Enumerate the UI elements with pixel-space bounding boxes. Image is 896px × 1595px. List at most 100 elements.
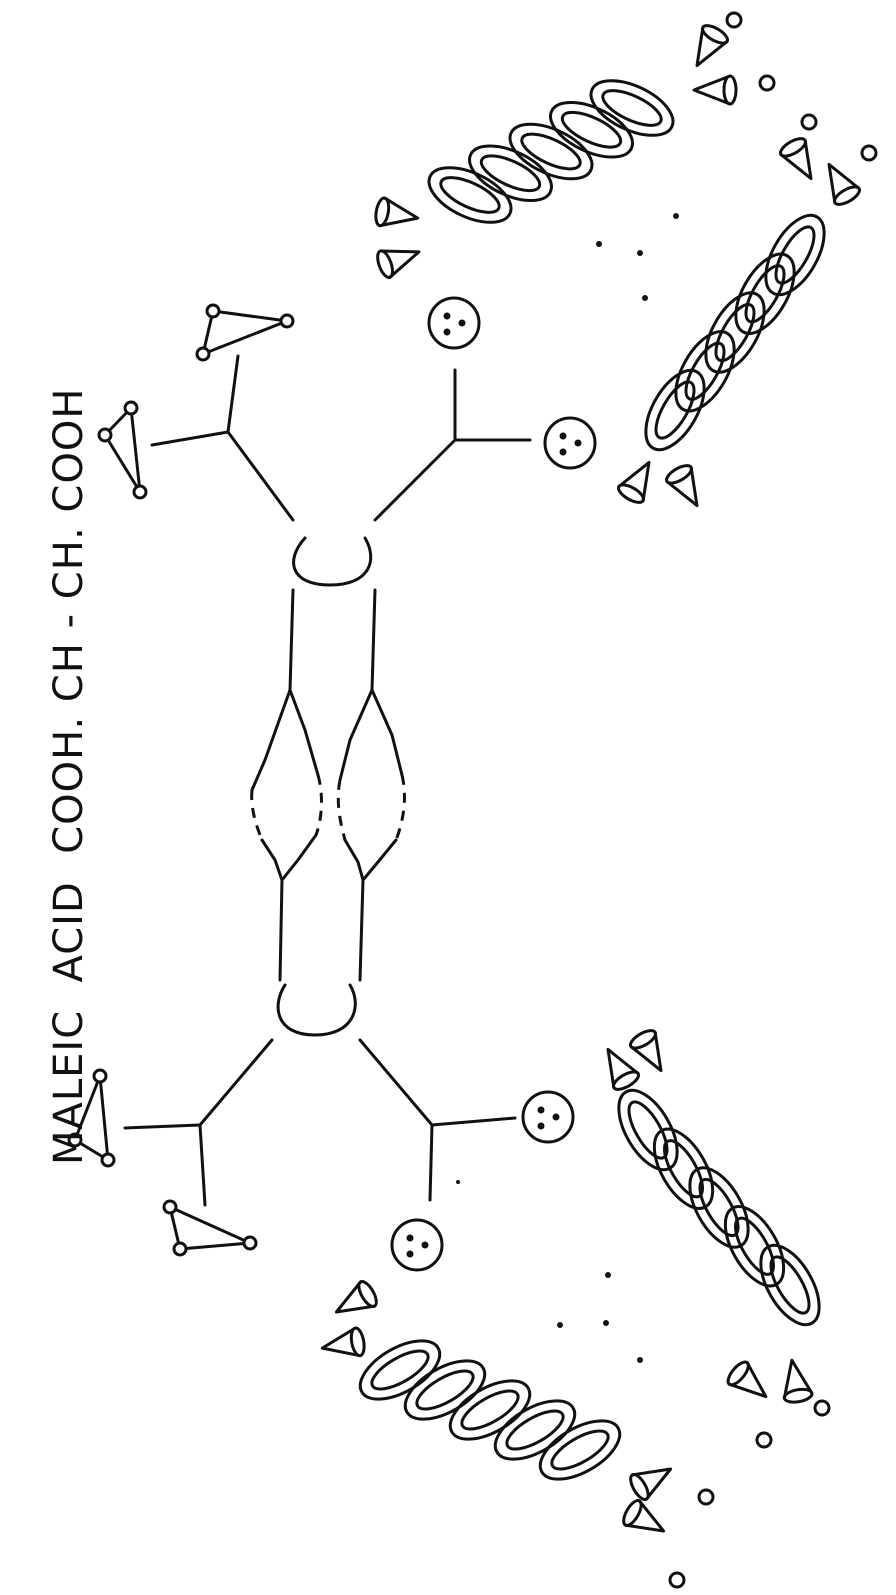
coil-loop xyxy=(759,1243,821,1327)
coil-loop xyxy=(427,166,513,224)
upper-ring xyxy=(292,536,373,587)
coil-loop-inner xyxy=(460,1389,520,1431)
coil-loop xyxy=(674,330,736,413)
coil-loop-inner xyxy=(601,89,663,127)
scatter-dots xyxy=(456,213,679,1363)
cone-base xyxy=(629,1473,650,1501)
cone-shape xyxy=(606,1047,640,1091)
cone-shape xyxy=(782,1358,814,1404)
cone-outline xyxy=(727,1361,768,1399)
cone-outline xyxy=(779,138,813,181)
cone-shape xyxy=(665,464,699,508)
coil-loop xyxy=(468,144,553,203)
cone-base xyxy=(629,1029,657,1050)
cone-outline xyxy=(378,196,420,228)
coil-upper-bottom xyxy=(644,213,826,452)
coil-loop-outer xyxy=(644,368,706,452)
cone-shape xyxy=(334,1280,378,1314)
cone-base xyxy=(833,185,861,206)
coil-loop-outer xyxy=(427,166,513,224)
triangle-upper-2 xyxy=(97,400,148,500)
cone-shape xyxy=(726,1360,768,1399)
coil-loop-outer xyxy=(589,79,675,137)
coil-loop-outer xyxy=(674,330,736,413)
dot-circle-lower-2 xyxy=(390,1218,444,1272)
coil-loop xyxy=(764,213,826,297)
coil-loop-inner xyxy=(505,1409,565,1451)
cone-shape xyxy=(827,162,861,206)
cone-shape xyxy=(617,460,651,504)
cone-outline xyxy=(692,74,732,106)
cone-pairs xyxy=(320,24,861,1533)
cone-base xyxy=(622,1499,643,1527)
cone-outline xyxy=(665,465,699,508)
cone-shape xyxy=(622,1499,666,1533)
cone-base xyxy=(779,137,807,158)
cone-shape xyxy=(376,249,421,279)
cone-base xyxy=(357,1280,378,1308)
cone-shape xyxy=(320,1326,366,1358)
cone-outline xyxy=(782,1358,814,1400)
coil-loop-outer xyxy=(468,144,553,203)
coil-loop xyxy=(508,122,594,181)
cone-base xyxy=(349,1326,366,1358)
cone-outline xyxy=(630,1467,673,1501)
coil-loop xyxy=(644,368,706,452)
coil-loop-inner xyxy=(744,264,786,324)
cone-base xyxy=(374,196,391,228)
lower-left-branch xyxy=(123,1038,274,1207)
triangle-upper-1 xyxy=(195,303,295,362)
coil-upper-top xyxy=(427,79,675,224)
cone-outline xyxy=(334,1280,377,1314)
coil-loop xyxy=(589,79,675,137)
coil-loop-outer xyxy=(704,291,766,374)
dot-circle-upper-1 xyxy=(427,296,481,350)
triangle-lower-1 xyxy=(67,1068,116,1168)
lower-right-branch xyxy=(358,1038,517,1202)
cone-shape xyxy=(629,1467,673,1501)
cone-outline xyxy=(629,1030,663,1073)
cone-base xyxy=(376,249,394,279)
cone-shape xyxy=(692,74,738,106)
cone-base xyxy=(782,1387,814,1404)
coil-loop-inner xyxy=(370,1349,430,1391)
coil-loop-outer xyxy=(538,1419,622,1481)
coil-loop xyxy=(549,100,634,159)
coil-loop-inner xyxy=(415,1369,475,1411)
cone-shape xyxy=(629,1029,663,1073)
lower-ring xyxy=(276,983,357,1037)
cone-base xyxy=(617,483,645,504)
cone-outline xyxy=(320,1326,362,1358)
cone-shape xyxy=(374,196,420,228)
coil-loop xyxy=(734,252,796,335)
cone-outline xyxy=(695,25,729,68)
coil-loop-inner xyxy=(714,302,756,363)
coil-loop-outer xyxy=(764,213,826,297)
coil-loop-inner xyxy=(654,380,696,440)
cone-base xyxy=(726,1360,750,1387)
dot-circle-lower-1 xyxy=(521,1090,575,1144)
cone-shape xyxy=(695,24,729,68)
coil-lower-top xyxy=(617,1088,821,1327)
small-circles xyxy=(668,11,878,1589)
cone-outline xyxy=(623,1499,666,1533)
coil-loop xyxy=(704,291,766,374)
coil-loop-inner xyxy=(520,132,582,171)
coil-loop-outer xyxy=(734,252,796,335)
coil-loop-inner xyxy=(663,1139,704,1199)
cone-outline xyxy=(378,249,421,279)
cone-outline xyxy=(827,162,861,205)
coil-loop-inner xyxy=(439,176,501,214)
coil-loop-inner xyxy=(698,1177,740,1238)
coil-loop xyxy=(538,1419,622,1481)
coil-lower-bottom xyxy=(358,1339,622,1481)
cone-base xyxy=(701,24,729,45)
coil-loop-inner xyxy=(734,1216,775,1276)
cone-base xyxy=(612,1070,640,1091)
cone-base xyxy=(665,464,693,485)
coil-loop-inner xyxy=(560,110,623,149)
triangle-lower-2 xyxy=(162,1199,258,1257)
coil-loop-inner xyxy=(774,225,816,285)
upper-right-branch xyxy=(373,368,532,522)
coil-loop-inner xyxy=(684,341,726,401)
